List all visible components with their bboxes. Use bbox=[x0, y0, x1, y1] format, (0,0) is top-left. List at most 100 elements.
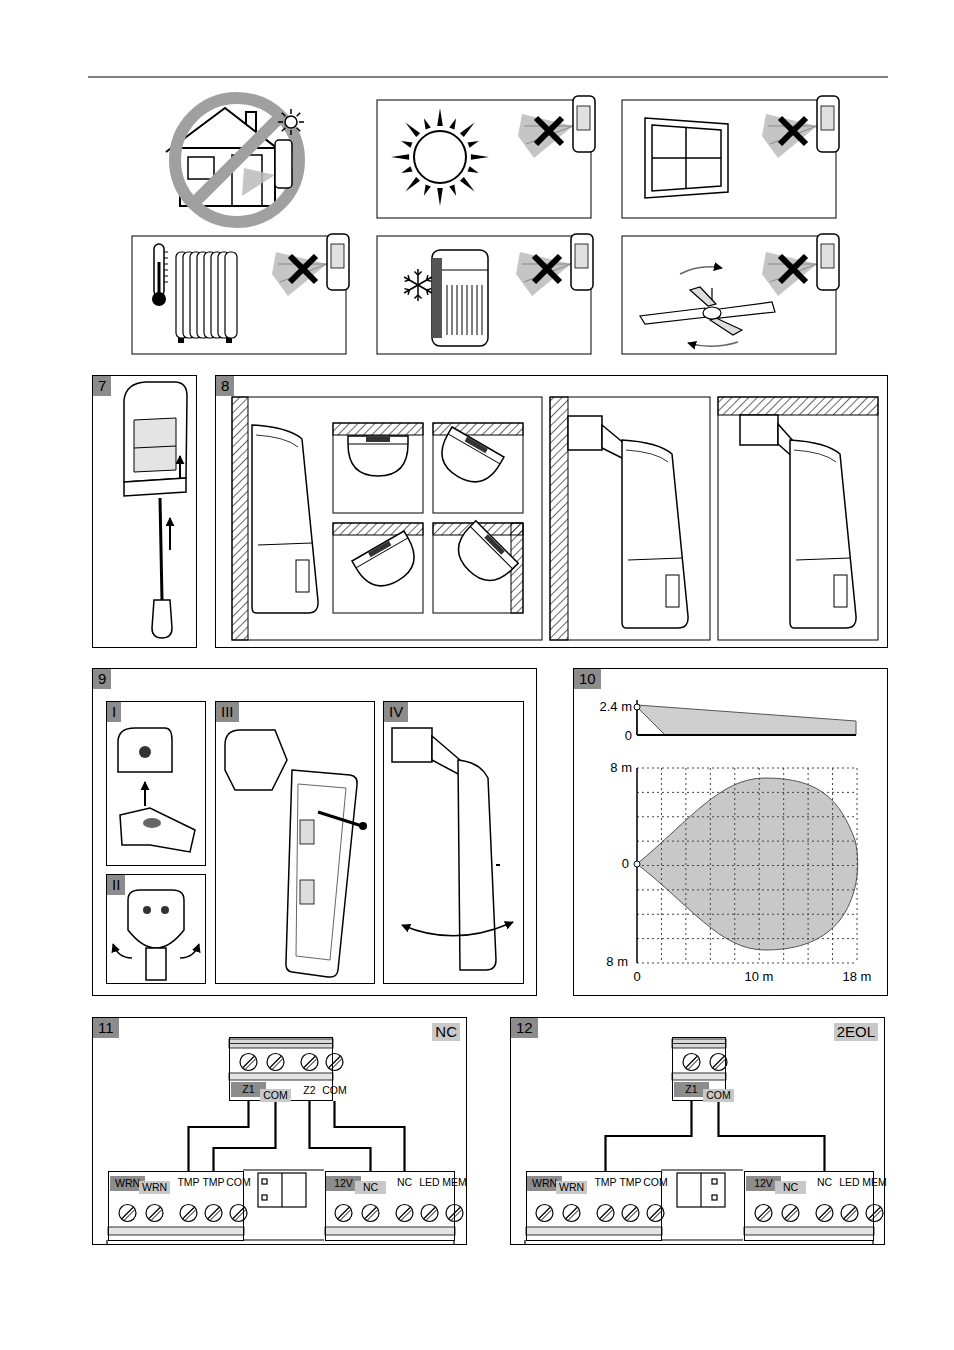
coverage-chart bbox=[637, 734, 856, 736]
ceiling-fan-icon bbox=[640, 308, 707, 324]
terminal-screw bbox=[205, 1205, 222, 1222]
mounting-figure bbox=[432, 427, 504, 492]
detector-board bbox=[107, 1170, 873, 1245]
terminal-screw bbox=[622, 1205, 639, 1222]
sun-icon bbox=[391, 108, 489, 206]
axis-label: 0 bbox=[622, 856, 629, 871]
radiator-icon bbox=[225, 252, 237, 338]
air-conditioner-icon bbox=[408, 290, 409, 295]
terminal-screw bbox=[152, 1210, 162, 1220]
terminal-screw bbox=[362, 1205, 379, 1222]
detector-board bbox=[661, 1169, 743, 1170]
radiator-icon bbox=[164, 252, 168, 282]
coverage-chart bbox=[710, 768, 711, 963]
terminal-label: NC bbox=[355, 1181, 386, 1194]
air-conditioner-icon bbox=[427, 290, 428, 295]
page-rule bbox=[88, 77, 888, 78]
terminal-label: MEM bbox=[862, 1176, 887, 1189]
coverage-chart bbox=[637, 768, 857, 769]
air-conditioner-icon bbox=[427, 280, 432, 281]
bracket-figure bbox=[139, 746, 151, 758]
window-icon bbox=[652, 125, 721, 191]
terminal-label: LED bbox=[417, 1176, 442, 1189]
house-icon bbox=[282, 113, 286, 117]
bracket-figure bbox=[143, 906, 151, 914]
coverage-chart bbox=[637, 914, 857, 915]
air-conditioner-icon bbox=[418, 285, 432, 293]
sun-icon bbox=[401, 166, 412, 173]
coverage-chart bbox=[637, 938, 857, 939]
terminal-screw bbox=[782, 1205, 799, 1222]
terminal-screw bbox=[230, 1205, 247, 1222]
sun-icon bbox=[468, 141, 479, 148]
terminal-screw bbox=[229, 1043, 333, 1044]
terminal-screw bbox=[273, 1059, 283, 1069]
house-icon bbox=[246, 112, 256, 132]
terminal-screw bbox=[427, 1210, 437, 1220]
icon-frame bbox=[132, 100, 836, 354]
bracket-figure bbox=[113, 728, 513, 980]
air-conditioner-icon bbox=[482, 285, 483, 335]
terminal-strip: WRNWRNTMPTMPCOM bbox=[526, 1171, 662, 1241]
terminal-label: WRN bbox=[556, 1181, 587, 1194]
radiator-icon bbox=[158, 262, 161, 294]
terminal-label: LED bbox=[837, 1176, 862, 1189]
terminal-screw bbox=[301, 1054, 318, 1071]
axis-label: 8 m bbox=[610, 760, 632, 775]
figure-panel: 122EOLZ1COMWRNWRNTMPTMPCOM12VNCNCLEDMEM bbox=[510, 1017, 885, 1245]
figure-panel: 8 bbox=[215, 375, 888, 648]
detector-icon bbox=[272, 234, 349, 296]
detector-opening-figure bbox=[134, 418, 176, 472]
icon-frame bbox=[622, 236, 836, 354]
air-conditioner-icon bbox=[447, 285, 448, 335]
axis-label: 8 m bbox=[606, 954, 628, 969]
terminal-label: WRN bbox=[139, 1181, 170, 1194]
sun-icon bbox=[468, 166, 479, 173]
radiator-icon bbox=[152, 244, 237, 343]
bracket-figure bbox=[120, 808, 195, 852]
terminal-label: MEM bbox=[442, 1176, 467, 1189]
air-conditioner-icon bbox=[442, 270, 488, 271]
detector-opening-figure bbox=[160, 498, 162, 600]
air-conditioner-icon bbox=[432, 258, 442, 338]
mounting-figure bbox=[232, 397, 248, 640]
wire bbox=[606, 1101, 692, 1171]
ceiling-fan-icon bbox=[710, 318, 742, 335]
coverage-chart bbox=[734, 768, 735, 963]
figure-number: IV bbox=[384, 702, 408, 722]
terminal-screw bbox=[326, 1054, 343, 1071]
house-icon bbox=[290, 130, 292, 135]
house-icon bbox=[275, 140, 292, 188]
mounting-figure bbox=[348, 436, 408, 476]
terminal-label: TMP bbox=[176, 1176, 201, 1189]
sun-icon bbox=[437, 188, 443, 206]
radiator-icon bbox=[152, 292, 166, 306]
detector-board bbox=[700, 1173, 701, 1207]
detector-icon bbox=[272, 96, 839, 296]
coverage-chart bbox=[637, 816, 857, 817]
detector-icon bbox=[518, 96, 595, 158]
figure-panel: 10 bbox=[573, 668, 888, 996]
terminal-screw bbox=[816, 1205, 833, 1222]
terminal-screw bbox=[332, 1059, 342, 1069]
sun-icon bbox=[424, 185, 431, 196]
air-conditioner-icon bbox=[414, 272, 418, 275]
sun-icon bbox=[401, 141, 412, 148]
ceiling-fan-icon bbox=[690, 287, 716, 306]
ceiling-fan-icon bbox=[688, 342, 738, 346]
detector-board bbox=[712, 1179, 717, 1184]
mounting-figure bbox=[448, 521, 519, 592]
bracket-figure bbox=[143, 818, 161, 828]
coverage-chart bbox=[634, 704, 640, 710]
ceiling-fan-icon bbox=[680, 267, 722, 274]
coverage-chart bbox=[637, 865, 857, 866]
house-icon bbox=[278, 121, 283, 123]
air-conditioner-icon bbox=[462, 285, 463, 335]
terminal-screw bbox=[872, 1210, 882, 1220]
figure-number: III bbox=[216, 702, 239, 722]
figure-number: 10 bbox=[574, 669, 601, 689]
radiator-icon bbox=[164, 270, 168, 271]
coverage-chart bbox=[637, 889, 857, 890]
detector-board bbox=[243, 1169, 324, 1170]
air-conditioner-icon bbox=[457, 285, 458, 335]
